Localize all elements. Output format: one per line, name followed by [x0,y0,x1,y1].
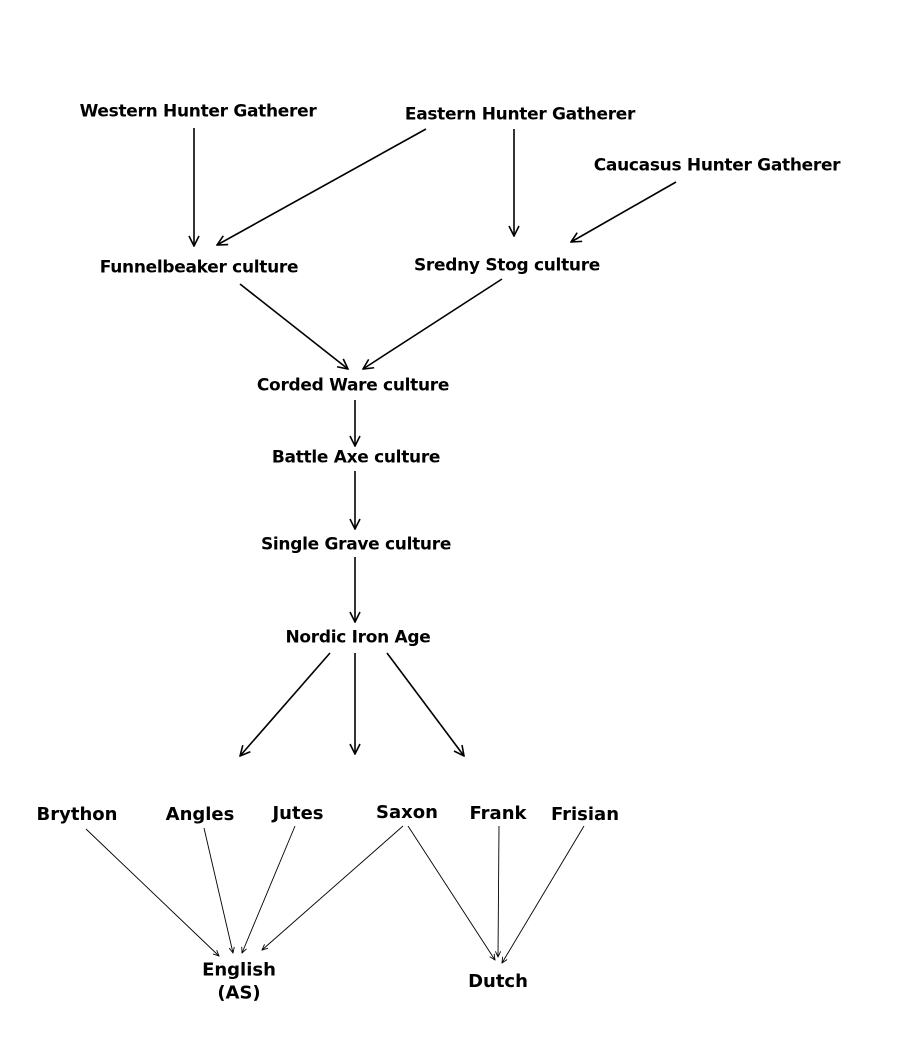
arrow-brython-to-english [85,828,219,956]
node-dutch: Dutch [468,970,528,992]
node-jutes: Jutes [272,802,324,824]
arrow-nordic-iron-age-right [386,652,464,756]
arrow-frank-to-dutch [498,825,499,957]
node-funnelbeaker-culture: Funnelbeaker culture [99,257,299,278]
node-battle-axe-culture: Battle Axe culture [271,447,441,468]
node-corded-ware-culture: Corded Ware culture [256,375,450,396]
node-eastern-hunter-gatherer: Eastern Hunter Gatherer [404,104,636,125]
node-english-label: English [202,959,276,981]
node-nordic-iron-age: Nordic Iron Age [285,627,431,648]
node-frisian: Frisian [550,803,620,825]
node-angles: Angles [165,803,235,825]
arrow-angles-to-english [203,827,233,953]
node-saxon: Saxon [376,801,438,823]
node-english-sublabel: (AS) [217,982,261,1003]
node-brython: Brython [36,803,118,825]
node-english-as: English (AS) [202,960,276,1005]
node-western-hunter-gatherer: Western Hunter Gatherer [79,101,317,122]
arrow-saxon-to-dutch [407,825,495,960]
arrow-jutes-to-english [242,825,296,953]
arrow-saxon-to-english [262,825,404,950]
node-frank: Frank [469,802,527,824]
node-sredny-stog-culture: Sredny Stog culture [413,255,601,276]
node-single-grave-culture: Single Grave culture [260,534,452,555]
node-caucasus-hunter-gatherer: Caucasus Hunter Gatherer [593,155,841,176]
arrow-ehg-to-funnelbeaker [217,128,427,245]
arrow-chg-to-sredny-stog [571,181,677,242]
arrow-frisian-to-dutch [502,825,585,963]
arrow-sredny-stog-to-corded-ware [363,278,503,369]
arrow-funnelbeaker-to-corded-ware [239,283,348,369]
arrow-nordic-iron-age-left [240,652,331,756]
